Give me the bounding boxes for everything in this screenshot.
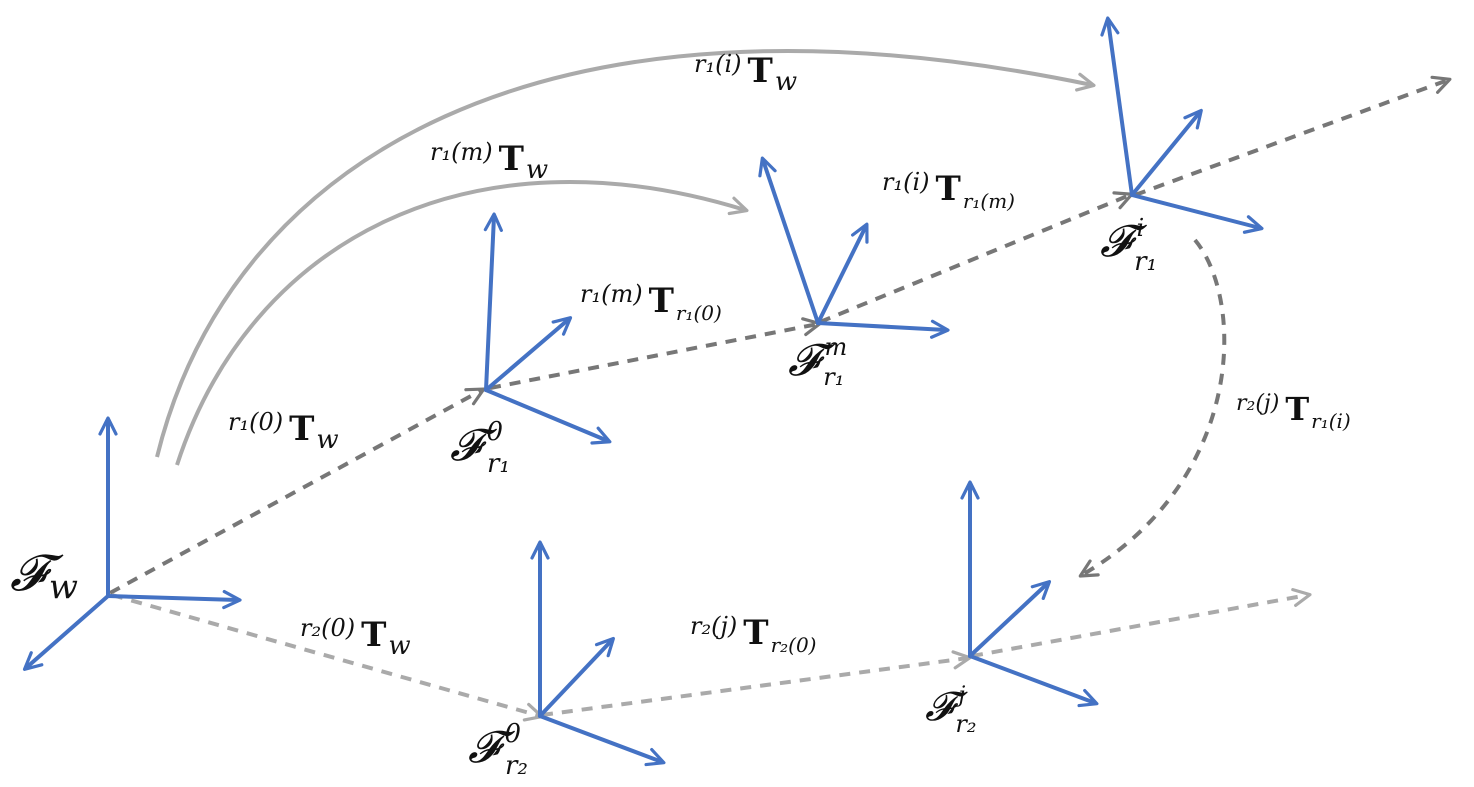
label-transform-r1m-w: r₁(m)Tw bbox=[430, 138, 548, 185]
frame-r1-i-axes bbox=[1100, 16, 1264, 234]
chain-r1-i-onward bbox=[1134, 75, 1452, 197]
chain-w-to-r2-0 bbox=[111, 593, 544, 722]
frame-r2-j-axes bbox=[960, 480, 1099, 708]
frame-r1-0-axes bbox=[483, 212, 612, 445]
label-frame-w: 𝓕w bbox=[10, 544, 78, 607]
label-transform-r10-w: r₁(0)Tw bbox=[228, 408, 339, 455]
arc-r1m-to-world bbox=[175, 180, 749, 466]
arc-r1i-to-world bbox=[155, 49, 1096, 458]
chain-r2-0-to-r2-j bbox=[541, 650, 972, 717]
chain-r1-0-to-r1-m bbox=[489, 317, 822, 390]
chain-r1-i-to-r2-j bbox=[1078, 238, 1227, 578]
chain-r1-m-to-r1-i bbox=[819, 191, 1134, 324]
label-transform-r1i-w: r₁(i)Tw bbox=[694, 50, 797, 97]
frame-r2-0-axes bbox=[530, 540, 666, 767]
chain-w-to-r1-0 bbox=[109, 387, 486, 595]
label-transform-r20-w: r₂(0)Tw bbox=[300, 614, 411, 661]
frame-w-axes bbox=[22, 416, 242, 671]
chain-r2-j-onward bbox=[971, 588, 1312, 658]
frame-r1-m-axes bbox=[758, 156, 950, 339]
